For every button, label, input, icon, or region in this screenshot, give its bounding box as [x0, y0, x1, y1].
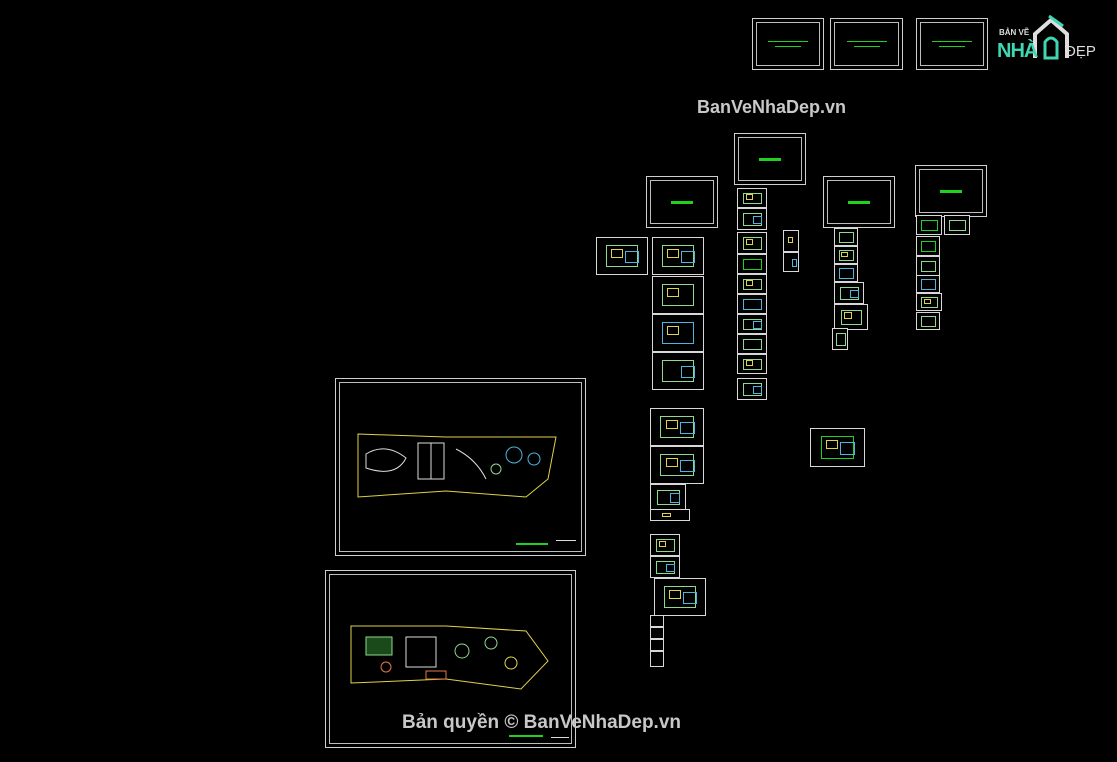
drawing-thumb[interactable]: [737, 314, 767, 334]
drawing-thumb[interactable]: [654, 578, 706, 616]
drawing-thumb[interactable]: [737, 188, 767, 208]
cover-sheet-1[interactable]: [752, 18, 824, 70]
site-plan-sheet-2[interactable]: [325, 570, 576, 748]
drawing-thumb[interactable]: [652, 237, 704, 275]
landscape-plan-drawing: [350, 625, 569, 738]
logo-text-main: NHÀ: [997, 40, 1038, 62]
drawing-thumb[interactable]: [737, 334, 767, 354]
drawing-thumb[interactable]: [650, 651, 664, 667]
drawing-thumb[interactable]: [834, 304, 868, 330]
site-logo: BẢN VẼ NHÀ ĐẸP: [993, 14, 1111, 72]
logo-text-suffix: ĐẸP: [1065, 43, 1096, 60]
drawing-thumb[interactable]: [916, 312, 940, 330]
site-plan-drawing: [357, 433, 576, 545]
drawing-thumb[interactable]: [737, 254, 767, 274]
drawing-thumb[interactable]: [737, 378, 767, 400]
drawing-thumb[interactable]: [652, 314, 704, 352]
drawing-thumb[interactable]: [650, 534, 680, 556]
drawing-thumb[interactable]: [650, 446, 704, 484]
drawing-thumb[interactable]: [652, 276, 704, 314]
drawing-thumb[interactable]: [916, 293, 942, 311]
drawing-thumb[interactable]: [737, 354, 767, 374]
drawing-thumb[interactable]: [783, 230, 799, 252]
drawing-thumb[interactable]: [737, 232, 767, 254]
drawing-thumb[interactable]: [650, 408, 704, 446]
drawing-thumb[interactable]: [737, 274, 767, 294]
drawing-thumb[interactable]: [916, 236, 940, 256]
section-cover-d[interactable]: [915, 165, 987, 217]
logo-text-top: BẢN VẼ: [999, 28, 1030, 37]
watermark-top: BanVeNhaDep.vn: [697, 97, 847, 117]
drawing-thumb[interactable]: [916, 275, 940, 293]
drawing-thumb[interactable]: [944, 215, 970, 235]
drawing-thumb[interactable]: [834, 246, 858, 264]
drawing-thumb[interactable]: [810, 428, 865, 467]
drawing-thumb[interactable]: [916, 215, 942, 235]
drawing-thumb[interactable]: [737, 294, 767, 314]
cover-sheet-3[interactable]: [916, 18, 988, 70]
drawing-thumb[interactable]: [650, 639, 664, 651]
cover-sheet-2[interactable]: [830, 18, 903, 70]
section-cover-a[interactable]: [734, 133, 806, 185]
drawing-thumb[interactable]: [832, 328, 848, 350]
site-plan-sheet-1[interactable]: [335, 378, 586, 556]
drawing-thumb[interactable]: [650, 556, 680, 578]
drawing-thumb[interactable]: [596, 237, 648, 275]
drawing-thumb[interactable]: [834, 282, 864, 304]
drawing-thumb[interactable]: [650, 509, 690, 521]
section-cover-c[interactable]: [823, 176, 895, 228]
drawing-thumb[interactable]: [783, 252, 799, 272]
section-cover-b[interactable]: [646, 176, 718, 228]
drawing-thumb[interactable]: [650, 484, 686, 510]
drawing-thumb[interactable]: [652, 352, 704, 390]
drawing-thumb[interactable]: [834, 228, 858, 246]
drawing-thumb[interactable]: [650, 627, 664, 639]
drawing-thumb[interactable]: [737, 208, 767, 230]
drawing-thumb[interactable]: [650, 615, 664, 627]
drawing-thumb[interactable]: [916, 256, 940, 276]
drawing-thumb[interactable]: [834, 264, 858, 282]
house-logo-icon: [1033, 14, 1069, 60]
watermark-bottom: Bản quyền © BanVeNhaDep.vn: [402, 712, 682, 733]
